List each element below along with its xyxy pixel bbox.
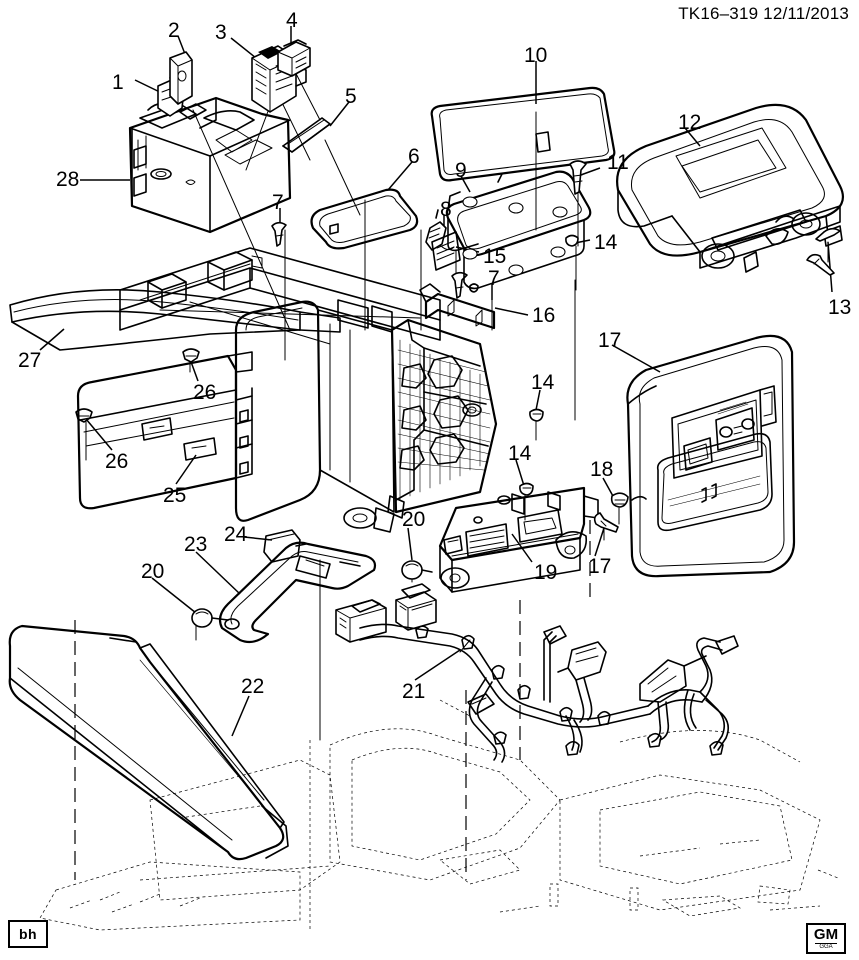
part-17-rear-trim-panel — [626, 334, 796, 578]
part-6-storage-tray — [310, 188, 419, 250]
callout-24: 24 — [224, 523, 248, 546]
part-2-cylinder-plug — [169, 51, 193, 105]
drawing-header: TK16–319 12/11/2013 — [678, 4, 849, 23]
part-8-bracket-clip — [425, 209, 447, 251]
part-9-lower-bin — [445, 170, 592, 290]
part-15-access-door — [431, 231, 461, 271]
callout-2: 2 — [168, 19, 180, 42]
callout-14-a: 14 — [594, 231, 618, 254]
exploded-alignment-lines — [85, 61, 829, 741]
gm-logo-subtext: GGA — [815, 942, 837, 951]
callout-16: 16 — [532, 304, 556, 327]
part-7-screw-top — [271, 221, 287, 247]
callout-23: 23 — [184, 533, 208, 556]
callout-18: 18 — [590, 458, 614, 481]
phantom-floor-reference — [39, 699, 839, 931]
part-22-side-trim-lower — [8, 624, 289, 861]
callout-26-b: 26 — [105, 450, 129, 473]
callout-21: 21 — [402, 680, 426, 703]
part-25-side-trim-upper — [76, 351, 253, 510]
sheet-mark-bh: bh — [8, 920, 48, 948]
part-11-screw — [569, 160, 587, 195]
part-20-push-nut-a — [401, 560, 433, 580]
callout-22: 22 — [241, 675, 265, 698]
callout-14-b: 14 — [531, 371, 555, 394]
callout-8: 8 — [440, 198, 452, 221]
callout-25: 25 — [163, 484, 187, 507]
part-17-screw — [593, 512, 619, 533]
part-14-unut-c — [519, 482, 534, 496]
callout-3: 3 — [215, 21, 227, 44]
part-24-side-cap — [263, 529, 301, 563]
callout-19: 19 — [534, 561, 558, 584]
callout-27: 27 — [18, 349, 42, 372]
part-21-wiring-harness — [335, 583, 739, 763]
part-13-screw — [806, 253, 835, 276]
part-14-unut-b — [529, 408, 544, 422]
part-14-unut-a — [565, 234, 579, 247]
part-28-front-housing — [128, 96, 292, 234]
callout-20-a: 20 — [402, 508, 426, 531]
part-26-retainer-nut-a — [182, 348, 200, 363]
callout-17-screw: 17 — [588, 555, 612, 578]
part-5-tray-mat-front — [282, 117, 331, 153]
callout-13: 13 — [828, 296, 852, 319]
callout-4: 4 — [286, 9, 298, 32]
callout-9: 9 — [455, 159, 467, 182]
gm-logo: GM GGA — [806, 923, 846, 954]
callout-28: 28 — [56, 168, 80, 191]
callout-7-top: 7 — [272, 191, 284, 214]
part-23-mounting-bracket — [218, 541, 377, 644]
part-4-switch-cap — [277, 39, 311, 77]
callout-17-panel: 17 — [598, 329, 622, 352]
callout-6: 6 — [408, 145, 420, 168]
part-18-nut — [610, 492, 629, 508]
callout-11: 11 — [607, 151, 629, 174]
part-12-armrest-lid-assembly — [616, 103, 844, 273]
part-16-rear-brace — [419, 283, 496, 330]
part-10-bin-mat — [430, 86, 616, 182]
callout-14-c: 14 — [508, 442, 532, 465]
part-main-console-body — [119, 247, 498, 533]
callout-10: 10 — [524, 44, 548, 67]
section-boundary-lines — [74, 520, 591, 880]
callout-5: 5 — [345, 85, 357, 108]
callout-1: 1 — [112, 71, 124, 94]
part-20-push-nut-b — [191, 608, 229, 628]
callout-20-b: 20 — [141, 560, 165, 583]
callout-15: 15 — [483, 245, 507, 268]
callout-26-a: 26 — [193, 381, 217, 404]
leader-lines — [39, 26, 833, 737]
gm-logo-text: GM — [813, 925, 839, 943]
callout-7-lower: 7 — [488, 267, 500, 290]
callout-12: 12 — [678, 111, 702, 134]
part-19-rear-outlet-bracket — [438, 486, 599, 593]
